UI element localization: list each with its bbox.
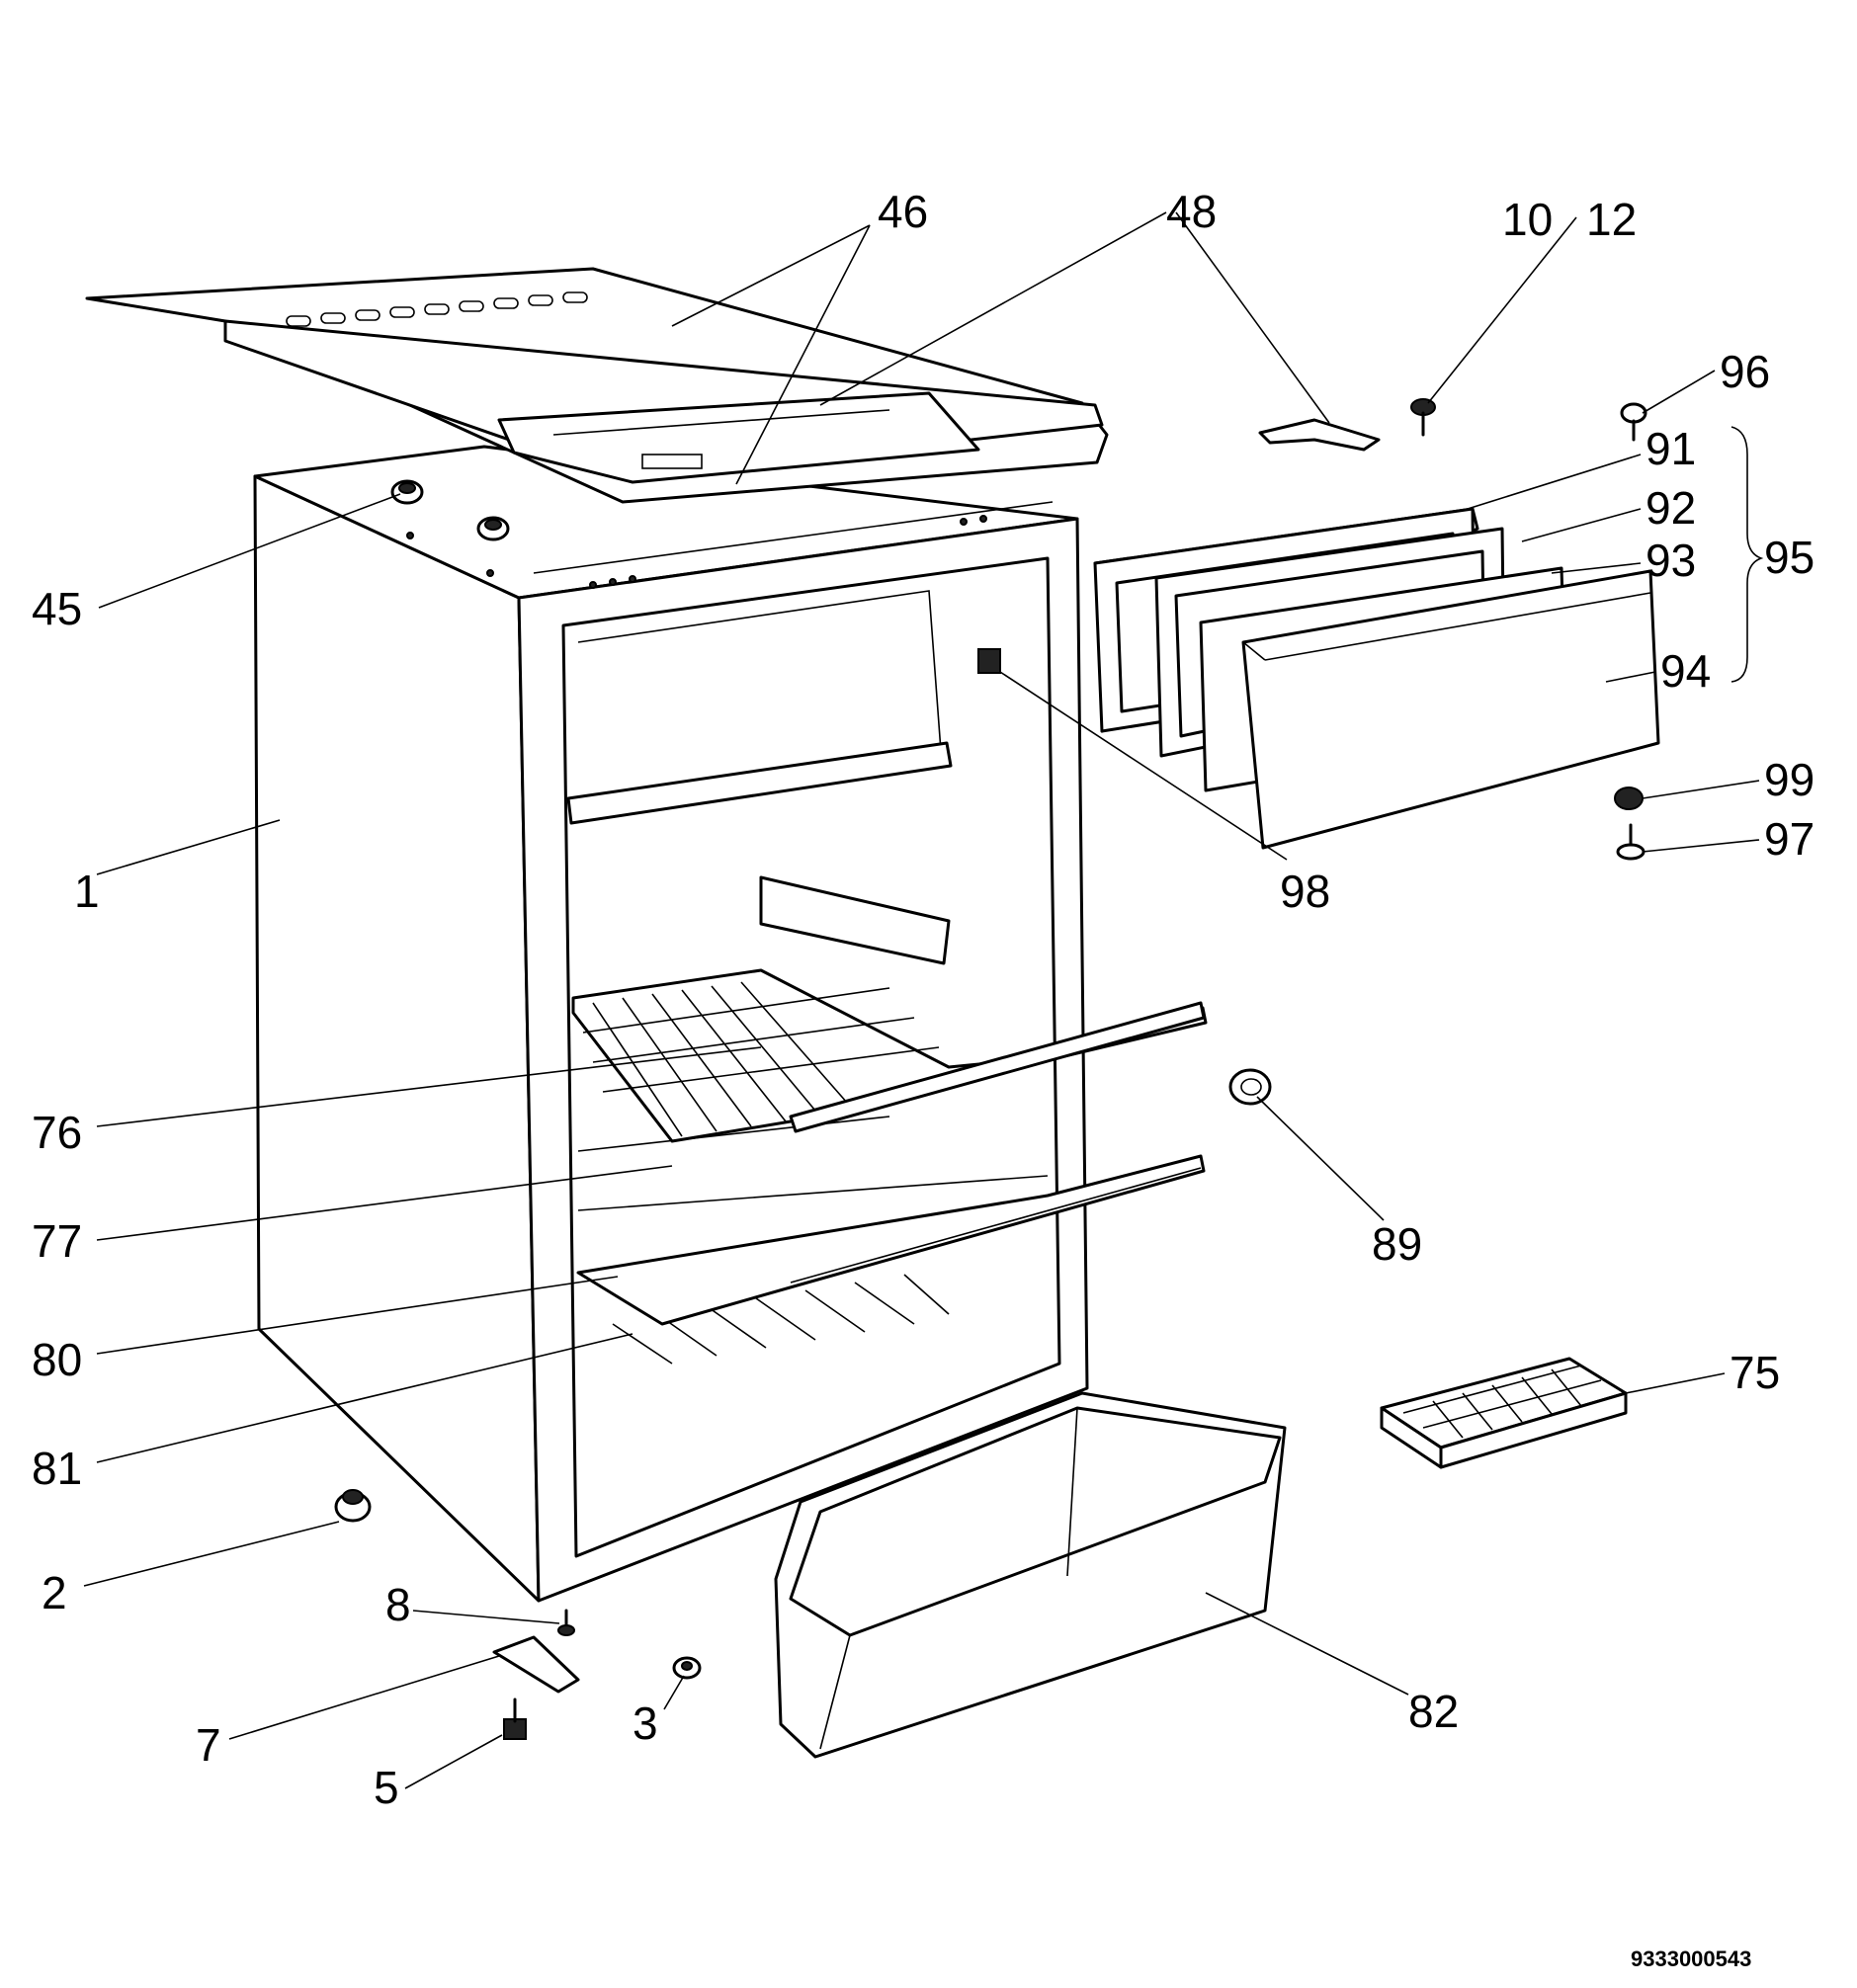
- pin-96: [1620, 402, 1647, 442]
- callout-10: 10: [1502, 194, 1553, 245]
- nut-3: [672, 1656, 702, 1680]
- clip-98: [977, 648, 1001, 674]
- callout-75: 75: [1730, 1347, 1780, 1398]
- leader-lines: [83, 211, 1764, 1789]
- foot-2: [334, 1489, 372, 1523]
- callout-94: 94: [1660, 645, 1711, 697]
- freezer-door-assembly: [1093, 507, 1660, 850]
- callout-91: 91: [1646, 423, 1696, 474]
- callout-76: 76: [32, 1107, 82, 1158]
- thermostat-knob-89: [1228, 1068, 1272, 1106]
- callout-2: 2: [42, 1567, 67, 1618]
- hinge-10: [1258, 418, 1381, 452]
- callout-12: 12: [1586, 194, 1637, 245]
- callout-96: 96: [1720, 346, 1770, 397]
- screw-8: [557, 1609, 575, 1636]
- shelf-77: [577, 1116, 1049, 1211]
- callout-93: 93: [1646, 535, 1696, 586]
- top-cover: [85, 267, 1109, 504]
- document-number: 9333000543: [1631, 1947, 1751, 1971]
- glass-shelf-80: [576, 1154, 1206, 1326]
- callout-5: 5: [374, 1762, 399, 1813]
- callout-48: 48: [1166, 186, 1217, 237]
- top-knob-45: [390, 479, 510, 541]
- callout-81: 81: [32, 1443, 82, 1494]
- bushing-99: [1614, 787, 1644, 810]
- callout-95: 95: [1764, 532, 1815, 583]
- callout-7: 7: [196, 1719, 221, 1771]
- callout-45: 45: [32, 583, 82, 634]
- callout-80: 80: [32, 1334, 82, 1385]
- ice-tray-75: [1380, 1357, 1628, 1469]
- callout-3: 3: [633, 1698, 658, 1749]
- callout-89: 89: [1372, 1218, 1422, 1270]
- door-rail: [789, 1001, 1206, 1133]
- callout-99: 99: [1764, 754, 1815, 805]
- adjustable-foot-5: [503, 1698, 527, 1740]
- callout-82: 82: [1408, 1686, 1459, 1737]
- callout-98: 98: [1280, 866, 1330, 917]
- bracket-7: [492, 1635, 580, 1694]
- callout-77: 77: [32, 1215, 82, 1267]
- callout-92: 92: [1646, 482, 1696, 534]
- callout-46: 46: [878, 186, 928, 237]
- cabinet-body: [253, 445, 1089, 1603]
- callout-8: 8: [385, 1579, 411, 1630]
- screw-12: [1410, 398, 1436, 437]
- screw-97: [1616, 823, 1646, 861]
- callout-97: 97: [1764, 813, 1815, 865]
- door-bin-82: [774, 1391, 1287, 1759]
- callout-1: 1: [74, 866, 100, 917]
- callout-labels: 46 48 10 12 96 91 92 93 95 94 99 97 98 4…: [32, 186, 1815, 1813]
